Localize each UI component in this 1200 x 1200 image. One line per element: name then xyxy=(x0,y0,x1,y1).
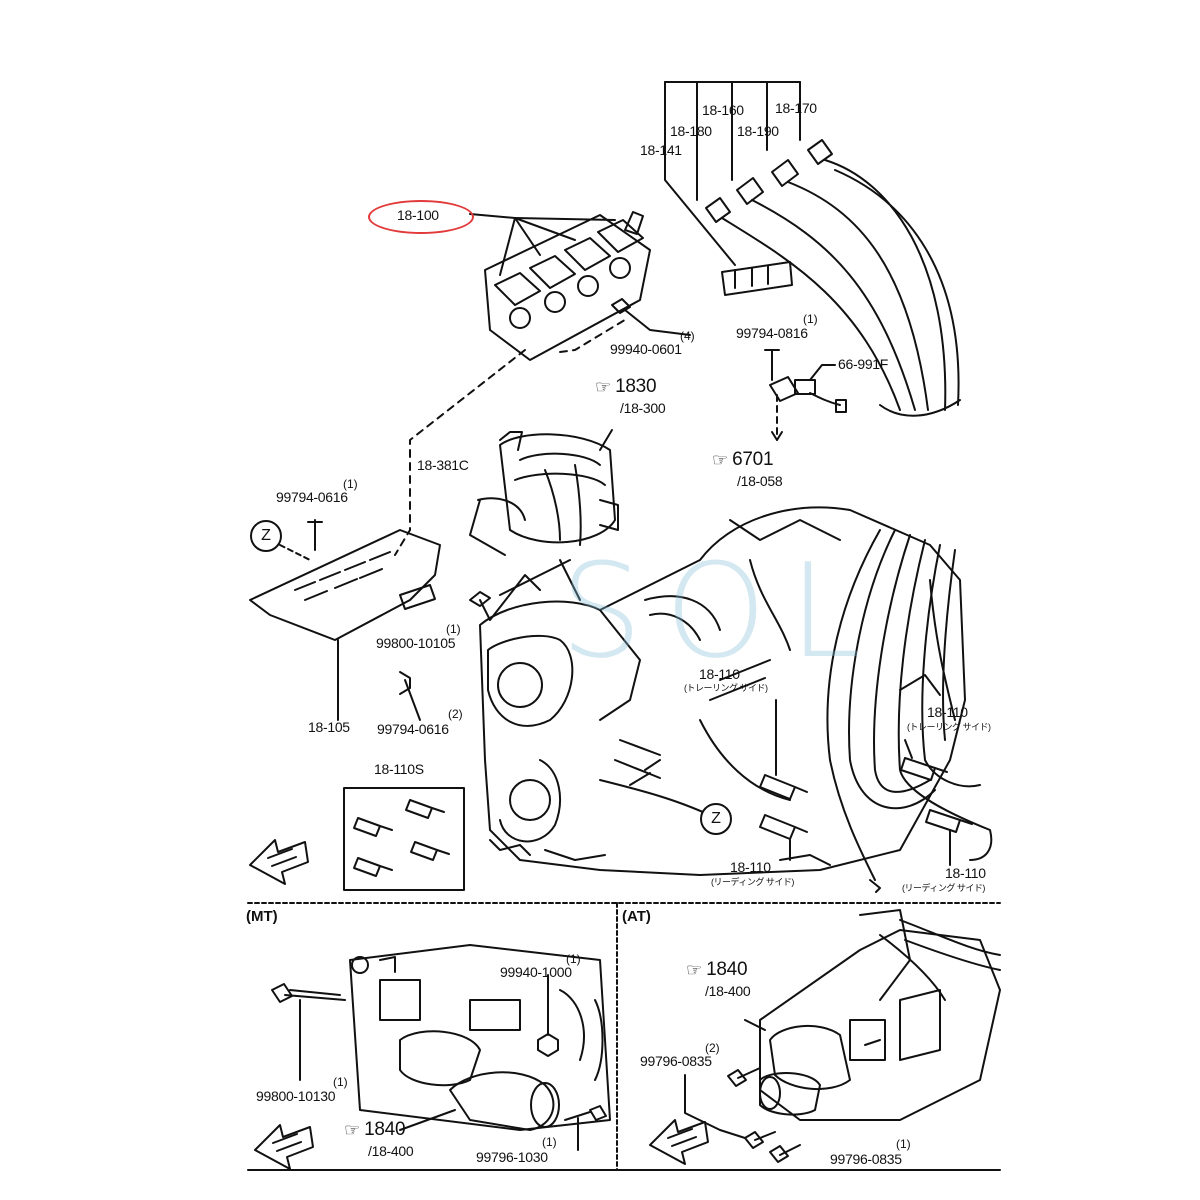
label-plug-bottom-jp: (リーディング サイド) xyxy=(711,877,794,887)
engine-plug-wires xyxy=(826,529,993,893)
mt-ref-1840[interactable]: ☞ 1840 xyxy=(344,1119,406,1140)
mt-ref-1840-sub: /18-400 xyxy=(368,1143,414,1159)
watermark-logo: SOL xyxy=(560,535,884,687)
ref-1830-sub: /18-300 xyxy=(620,400,666,416)
pointing-hand-icon: ☞ xyxy=(344,1119,361,1140)
at-ref-1840-sub: /18-400 xyxy=(705,983,751,999)
coil-pack-highlight xyxy=(368,200,474,234)
label-mt-long-bolt[interactable]: 99800-10130 xyxy=(256,1088,336,1104)
label-coil-pack[interactable]: 18-100 xyxy=(397,207,439,223)
at-section-title: (AT) xyxy=(622,908,651,925)
spark-plug-set xyxy=(343,787,465,891)
label-plug-br[interactable]: 18-110 xyxy=(945,865,986,881)
label-plug-wire-c[interactable]: 18-180 xyxy=(670,123,712,139)
bracket-plate xyxy=(249,519,441,721)
label-plug-set[interactable]: 18-110S xyxy=(374,761,424,777)
label-sensor-bolt[interactable]: 99794-0816 xyxy=(736,325,808,341)
installed-spark-plugs xyxy=(759,699,973,866)
label-mt-bolt[interactable]: 99796-1030 xyxy=(476,1149,548,1165)
label-lower-bolt[interactable]: 99794-0616 xyxy=(377,721,449,737)
label-wire-bracket[interactable]: 18-141 xyxy=(640,142,682,158)
label-plug-right-jp: (トレーリング サイド) xyxy=(907,722,991,732)
mt-section-title: (MT) xyxy=(246,908,278,925)
qty-sensor-bolt: (1) xyxy=(803,312,818,326)
label-plug-br-jp: (リーディング サイド) xyxy=(902,883,985,893)
qty-bracket-bolt: (1) xyxy=(343,477,358,491)
label-plug-wire-b[interactable]: 18-170 xyxy=(775,100,817,116)
label-alternator-bracket[interactable]: 18-381C xyxy=(417,457,469,473)
engine-block xyxy=(469,506,966,876)
front-arrow-top xyxy=(249,839,309,885)
label-mt-nut[interactable]: 99940-1000 xyxy=(500,964,572,980)
label-plug-top-jp: (トレーリング サイド) xyxy=(684,683,768,693)
qty-lower-bolt: (2) xyxy=(448,707,463,721)
pointing-hand-icon: ☞ xyxy=(686,959,703,980)
label-bracket-plate[interactable]: 18-105 xyxy=(308,719,350,735)
z-marker-engine: Z xyxy=(700,803,732,835)
label-coil-bolt[interactable]: 99940-0601 xyxy=(610,341,682,357)
mt-ref-1840-number: 1840 xyxy=(364,1119,406,1140)
qty-coil-bolt: (4) xyxy=(680,329,695,343)
pointing-hand-icon: ☞ xyxy=(595,376,612,397)
label-plug-wire-a[interactable]: 18-160 xyxy=(702,102,744,118)
at-starter-assembly xyxy=(649,909,1001,1165)
label-plug-right[interactable]: 18-110 xyxy=(927,704,968,720)
label-plug-wire-d[interactable]: 18-190 xyxy=(737,123,779,139)
ref-1830-number: 1830 xyxy=(615,376,657,397)
qty-at-bolt-b: (1) xyxy=(896,1137,911,1151)
qty-mt-nut: (1) xyxy=(566,952,581,966)
mt-starter-assembly xyxy=(254,944,611,1170)
ref-1830[interactable]: ☞ 1830 xyxy=(595,376,657,397)
qty-mt-long-bolt: (1) xyxy=(333,1075,348,1089)
plug-wire-set xyxy=(664,81,961,417)
ref-6701-sub: /18-058 xyxy=(737,473,783,489)
label-at-bolt-b[interactable]: 99796-0835 xyxy=(830,1151,902,1167)
z-marker-left: Z xyxy=(250,520,282,552)
label-at-bolt-a[interactable]: 99796-0835 xyxy=(640,1053,712,1069)
qty-stud-bolt: (1) xyxy=(446,622,461,636)
label-plug-bottom[interactable]: 18-110 xyxy=(730,859,771,875)
crank-sensor xyxy=(764,349,847,441)
label-stud-bolt[interactable]: 99800-10105 xyxy=(376,635,456,651)
ignition-coil-pack xyxy=(469,211,691,361)
at-ref-1840[interactable]: ☞ 1840 xyxy=(686,959,748,980)
label-sensor-part[interactable]: 66-991F xyxy=(838,356,889,372)
ref-6701-number: 6701 xyxy=(732,449,774,470)
label-bracket-bolt[interactable]: 99794-0616 xyxy=(276,489,348,505)
label-plug-top[interactable]: 18-110 xyxy=(699,666,740,682)
at-ref-1840-number: 1840 xyxy=(706,959,748,980)
pointing-hand-icon: ☞ xyxy=(712,449,729,470)
ref-6701[interactable]: ☞ 6701 xyxy=(712,449,774,470)
qty-at-bolt-a: (2) xyxy=(705,1041,720,1055)
qty-mt-bolt: (1) xyxy=(542,1135,557,1149)
alternator xyxy=(469,429,619,556)
